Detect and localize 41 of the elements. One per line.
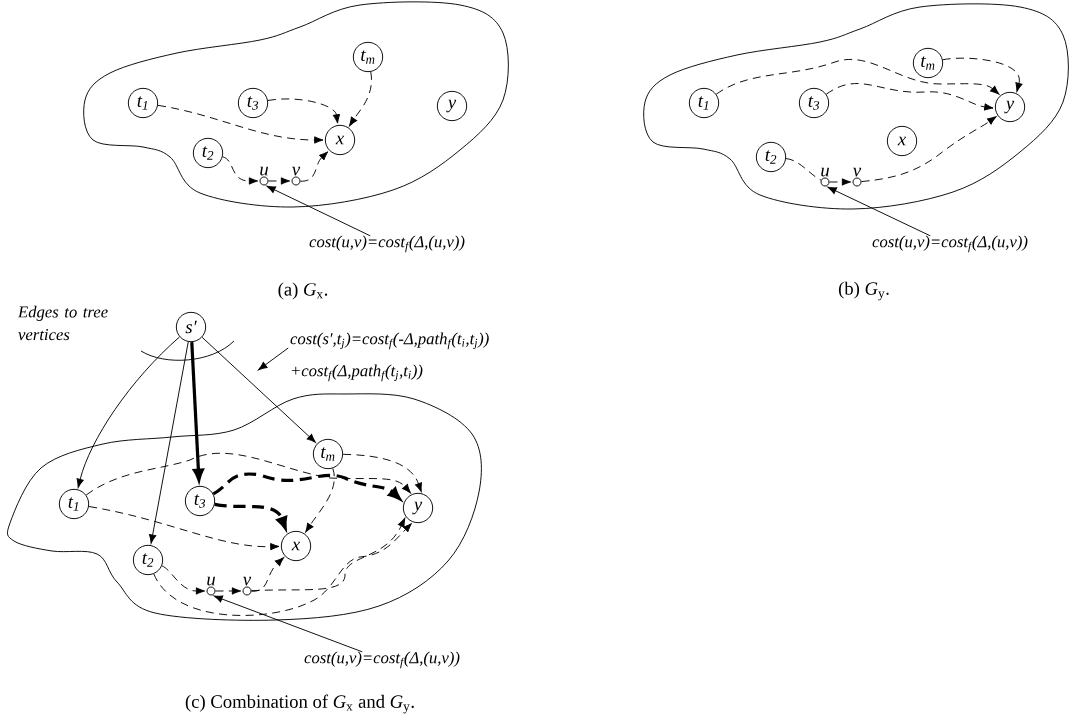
arrow: [213, 595, 363, 653]
arrow: [215, 587, 242, 595]
node-label: v: [853, 167, 862, 177]
arrow: [201, 336, 316, 443]
arrow: [266, 185, 371, 237]
cost-label: cost(u,v)=cost$_{f}$(Δ,(u,v)): [309, 235, 465, 253]
arrow: [161, 565, 206, 595]
caption: (a) G$_{x}$.: [278, 282, 328, 300]
cost-label: cost(s′,t$_{j}$)=cost$_{f}$(-Δ,path$_{f}$(t$_{i}$,t$_{j}$)) +cost$_{f}$(Δ,path$_{f}$(t$_{j}$,t$_{i}$)): [290, 332, 489, 382]
arrow: [300, 151, 329, 182]
caption: (c) Combination of G$_{x}$ and G$_{y}$.: [185, 694, 414, 714]
arrow: [942, 57, 1023, 92]
region-outline: [83, 1, 509, 208]
arrow: [349, 71, 372, 127]
arrow: [149, 341, 189, 544]
leader-arrow: [258, 347, 289, 371]
node-label: u: [207, 576, 215, 586]
node-label: v: [243, 576, 252, 586]
arrow: [825, 83, 994, 111]
arrow: [267, 98, 341, 124]
arrow: [829, 178, 852, 186]
arrow: [153, 523, 412, 616]
arrow: [861, 116, 997, 183]
arrow: [157, 104, 324, 144]
cost-label: cost(u,v)=cost$_{f}$(Δ,(u,v)): [872, 235, 1028, 253]
caption: (b) G$_{y}$.: [838, 281, 889, 301]
arrow: [88, 506, 280, 551]
arrow: [715, 59, 1000, 95]
arrow: [251, 557, 284, 592]
arrow: [76, 336, 181, 488]
node-label: u: [821, 167, 829, 177]
arrow: [222, 156, 259, 185]
region-outline: [7, 393, 482, 621]
arrow: [827, 186, 931, 237]
node-label: u: [260, 166, 268, 176]
note-text: Edges to tree vertices: [17, 305, 108, 341]
arrow: [268, 177, 291, 185]
arrow: [251, 517, 406, 592]
node-label: v: [292, 166, 301, 176]
region-outline: [643, 3, 1069, 210]
cost-label: cost(u,v)=cost$_{f}$(Δ,(u,v)): [304, 651, 460, 669]
